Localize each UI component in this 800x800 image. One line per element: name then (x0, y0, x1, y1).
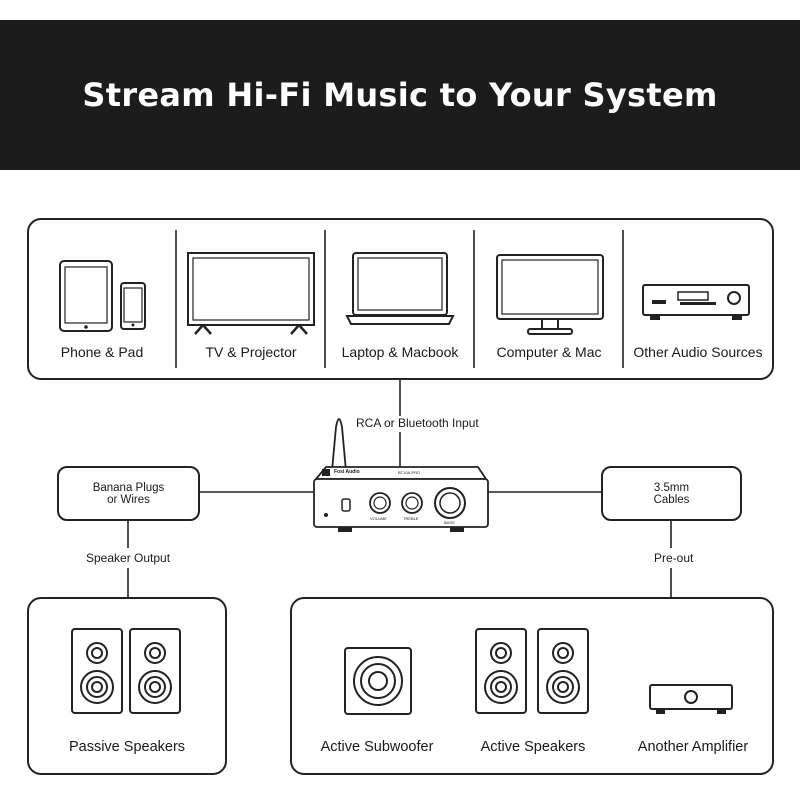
pre-out-label: Pre-out (654, 551, 694, 565)
banana-plugs-box: Banana Plugs or Wires (57, 466, 200, 521)
amplifier-device-icon (313, 418, 489, 532)
amp-brand: Fosi Audio (334, 469, 360, 475)
another-amplifier-icon (649, 684, 733, 714)
amp-knob-label-bass: BASS (444, 520, 455, 525)
cables-text: 3.5mm Cables (653, 481, 690, 506)
tablet-phone-icon (59, 260, 146, 332)
title-banner: Stream Hi-Fi Music to Your System (0, 20, 800, 170)
laptop-icon (345, 252, 455, 325)
cables-box: 3.5mm Cables (601, 466, 742, 521)
source-label-computer: Computer & Mac (496, 344, 602, 360)
page-title: Stream Hi-Fi Music to Your System (82, 76, 718, 114)
active-speakers-label: Active Speakers (480, 739, 586, 755)
tv-icon (187, 252, 315, 335)
source-label-laptop: Laptop & Macbook (341, 344, 459, 360)
subwoofer-icon (344, 647, 412, 715)
amp-knob-label-volume: VOLUME (370, 516, 387, 521)
speaker-output-label: Speaker Output (86, 551, 171, 565)
amp-model: BT10A-PRO (398, 470, 421, 475)
banana-plugs-text: Banana Plugs or Wires (92, 481, 165, 506)
passive-speakers-label: Passive Speakers (68, 739, 186, 755)
audio-receiver-icon (642, 284, 750, 320)
active-subwoofer-label: Active Subwoofer (320, 739, 434, 755)
source-label-phone-pad: Phone & Pad (60, 344, 144, 360)
amp-knob-label-treble: TREBLE (403, 516, 419, 521)
input-connection-label: RCA or Bluetooth Input (356, 416, 479, 430)
source-label-tv-projector: TV & Projector (205, 344, 297, 360)
passive-speakers-icon (71, 628, 181, 714)
passive-speakers-panel (27, 597, 227, 775)
monitor-icon (496, 254, 604, 335)
source-label-other-audio: Other Audio Sources (633, 344, 763, 360)
another-amplifier-label: Another Amplifier (637, 739, 749, 755)
active-speakers-icon (475, 628, 589, 714)
